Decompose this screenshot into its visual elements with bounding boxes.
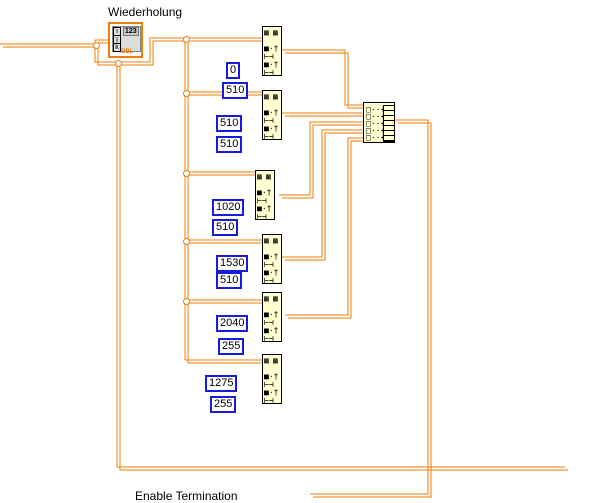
build-array-input-icon: □··+ — [366, 126, 386, 135]
length-terminal-icon: ⊢⊣ — [264, 116, 274, 125]
array-out-icon: ▦ — [273, 28, 278, 37]
array-subset-node[interactable]: ▦ ▦ ■·† ⊢⊣ ■·† ⊢⊣ — [262, 292, 282, 343]
length-terminal-icon: ⊢⊣ — [264, 318, 274, 327]
length-constant[interactable]: 510 — [212, 219, 239, 236]
array-out-icon: ▦ — [266, 172, 271, 181]
wire — [285, 137, 363, 316]
array-subset-node[interactable]: ▦ ▦ ■·† ⊢⊣ ■·† ⊢⊣ — [262, 26, 282, 77]
wire — [285, 52, 366, 109]
enable-termination-label: Enable Termination — [135, 489, 238, 503]
array-output-icon — [383, 105, 395, 142]
index-terminal-icon: ■·† — [264, 326, 279, 335]
length-terminal-icon: ⊢⊣ — [264, 260, 274, 269]
index-terminal-icon: ■·† — [264, 124, 279, 133]
wire — [97, 40, 188, 66]
wire — [116, 62, 565, 468]
index-terminal-icon: ■·† — [264, 388, 279, 397]
wire-junction — [183, 170, 190, 177]
array-in-icon: ▦ — [264, 28, 269, 37]
wire-junction — [115, 60, 122, 67]
wire — [119, 65, 568, 471]
length-constant[interactable]: 510 — [216, 136, 243, 153]
length-terminal-icon: ⊢⊣ — [257, 196, 267, 205]
array-out-icon: ▦ — [273, 92, 278, 101]
build-array-input-icon: □··+ — [366, 119, 386, 128]
index-terminal-icon: ■·† — [264, 108, 279, 117]
index-constant[interactable]: 0 — [226, 62, 241, 79]
index-terminal-icon: ■·† — [264, 44, 279, 53]
index-constant[interactable]: 2040 — [216, 315, 249, 332]
wire-junction — [183, 90, 190, 97]
array-subset-node[interactable]: ▦ ▦ ■·† ⊢⊣ ■·† ⊢⊣ — [262, 90, 282, 141]
index-constant[interactable]: 1020 — [212, 199, 245, 216]
array-in-icon: ▦ — [257, 172, 262, 181]
index-constant[interactable]: 1530 — [216, 255, 249, 272]
array-subset-node[interactable]: ▦ ▦ ■·† ⊢⊣ ■·† ⊢⊣ — [262, 234, 282, 285]
wire — [282, 124, 366, 199]
array-in-icon: ▦ — [264, 356, 269, 365]
build-array-input-icon: □··+ — [366, 105, 386, 114]
length-terminal-icon: ⊢⊣ — [264, 396, 274, 405]
terminal-type: DBL — [121, 49, 134, 55]
subvi-terminal[interactable]: 123 i j k DBL — [108, 22, 143, 58]
index-terminal-icon: ■·† — [264, 60, 279, 69]
array-subset-node[interactable]: ▦ ▦ ■·† ⊢⊣ ■·† ⊢⊣ — [255, 170, 275, 221]
wires — [0, 36, 568, 498]
length-terminal-icon: ⊢⊣ — [264, 52, 274, 61]
length-constant[interactable]: 510 — [216, 272, 243, 289]
index-terminal-icon: ■·† — [264, 252, 279, 261]
length-terminal-icon: ⊢⊣ — [264, 334, 274, 343]
array-out-icon: ▦ — [273, 294, 278, 303]
wire — [285, 132, 366, 261]
index-constant[interactable]: 510 — [216, 115, 243, 132]
length-terminal-icon: ⊢⊣ — [264, 68, 274, 77]
index-terminal-icon: ■·† — [264, 372, 279, 381]
array-subset-node[interactable]: ▦ ▦ ■·† ⊢⊣ ■·† ⊢⊣ — [262, 354, 282, 405]
array-in-icon: ▦ — [264, 92, 269, 101]
build-array-input-icon: □··+ — [366, 133, 386, 142]
array-in-icon: ▦ — [264, 236, 269, 245]
length-terminal-icon: ⊢⊣ — [264, 132, 274, 141]
array-in-icon: ▦ — [264, 294, 269, 303]
wire-junction — [183, 36, 190, 43]
index-label-k: k — [113, 43, 121, 52]
index-terminal-icon: ■·† — [257, 188, 272, 197]
wire — [395, 119, 429, 495]
length-terminal-icon: ⊢⊣ — [264, 380, 274, 389]
wire — [398, 122, 432, 498]
length-constant[interactable]: 510 — [222, 82, 249, 99]
wire-junction — [183, 238, 190, 245]
wire — [282, 49, 363, 106]
wire — [288, 140, 366, 319]
index-constant[interactable]: 1275 — [205, 375, 238, 392]
length-terminal-icon: ⊢⊣ — [257, 212, 267, 221]
terminal-indicator: 123 — [123, 27, 139, 36]
wire — [94, 37, 185, 63]
wire-junction — [183, 298, 190, 305]
length-constant[interactable]: 255 — [218, 338, 245, 355]
index-terminal-icon: ■·† — [264, 310, 279, 319]
length-terminal-icon: ⊢⊣ — [264, 276, 274, 285]
length-constant[interactable]: 255 — [210, 396, 237, 413]
index-terminal-icon: ■·† — [257, 204, 272, 213]
wire — [0, 39, 108, 45]
wire — [279, 121, 363, 196]
wire-junction — [93, 42, 100, 49]
wire — [282, 129, 363, 258]
index-terminal-icon: ■·† — [264, 268, 279, 277]
loop-label: Wiederholung — [108, 5, 183, 19]
build-array-node[interactable]: □··+□··+□··+□··+□··+ — [363, 102, 395, 143]
array-out-icon: ▦ — [273, 356, 278, 365]
build-array-input-icon: □··+ — [366, 112, 386, 121]
array-out-icon: ▦ — [273, 236, 278, 245]
